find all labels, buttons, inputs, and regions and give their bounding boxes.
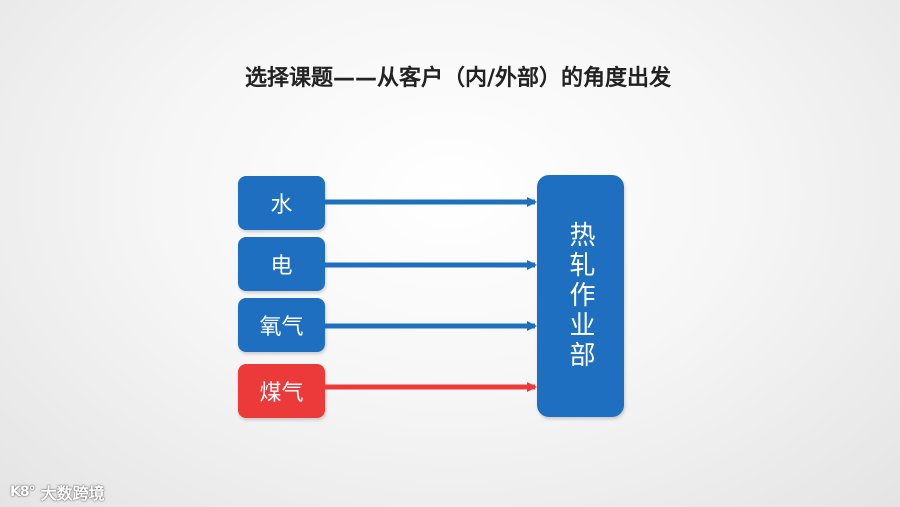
- source-box-electricity: 电: [238, 237, 325, 291]
- source-label: 水: [270, 193, 293, 218]
- source-label: 电: [270, 254, 293, 279]
- watermark-logo: K8° 大数跨境: [10, 480, 105, 504]
- source-box-water: 水: [238, 176, 325, 230]
- source-box-gas: 煤气: [238, 364, 325, 418]
- logo-mark-icon: K8°: [10, 484, 36, 500]
- source-box-oxygen: 氧气: [238, 298, 325, 352]
- target-box-hot-rolling-dept: 热轧作业部: [537, 175, 624, 417]
- watermark-text: 大数跨境: [40, 484, 105, 503]
- target-label: 热轧作业部: [565, 221, 595, 371]
- source-label: 氧气: [259, 315, 304, 340]
- slide-title: 选择课题——从客户（内/外部）的角度出发: [245, 66, 672, 91]
- source-label: 煤气: [259, 381, 304, 406]
